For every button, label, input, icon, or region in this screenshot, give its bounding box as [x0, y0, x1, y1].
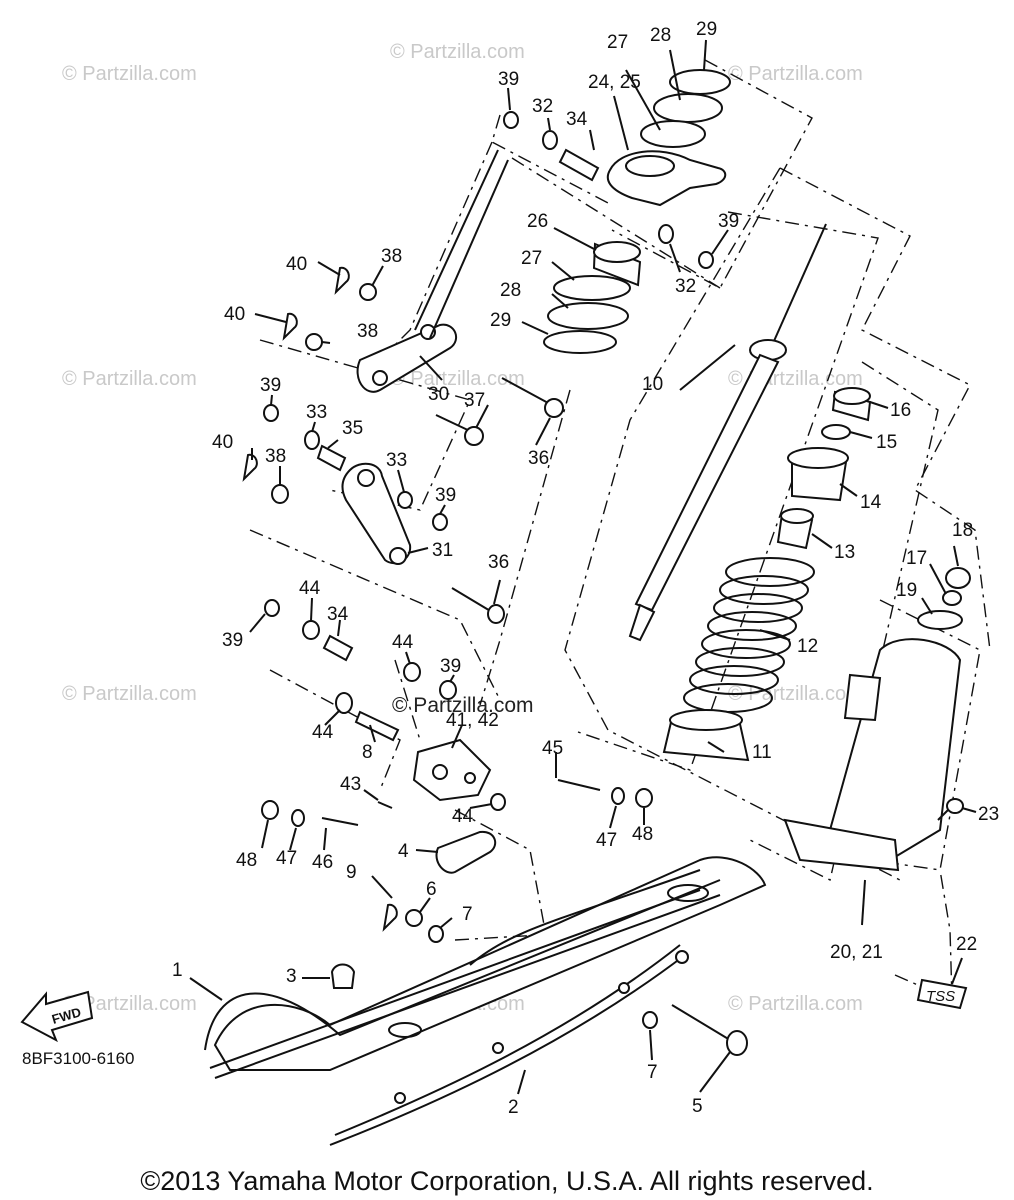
watermark: © Partzilla.com	[390, 368, 525, 390]
watermarks: © Partzilla.com © Partzilla.com © Partzi…	[62, 41, 863, 1015]
callout-16: 16	[890, 400, 911, 421]
callout-33a: 33	[306, 402, 327, 423]
callout-39c: 39	[260, 375, 281, 396]
callout-39f: 39	[440, 656, 461, 677]
callout-44a: 44	[299, 578, 321, 599]
callout-27a: 27	[607, 32, 628, 53]
leader-lines	[189, 39, 977, 1095]
callout-46: 46	[312, 852, 333, 873]
callout-31: 31	[432, 540, 453, 561]
callout-40b: 40	[224, 304, 245, 325]
block-41-42	[261, 738, 653, 827]
callout-20-21: 20, 21	[830, 942, 883, 963]
callout-10: 10	[642, 374, 663, 395]
watermark: © Partzilla.com	[728, 993, 863, 1015]
callout-32a: 32	[532, 96, 553, 117]
callout-44b: 44	[392, 632, 414, 653]
copyright-notice: ©2013 Yamaha Motor Corporation, U.S.A. A…	[140, 1166, 874, 1196]
callout-48b: 48	[632, 824, 653, 845]
callout-14: 14	[860, 492, 882, 513]
callout-40c: 40	[212, 432, 233, 453]
watermark: © Partzilla.com	[62, 683, 197, 705]
callout-27b: 27	[521, 248, 542, 269]
callout-30: 30	[428, 384, 449, 405]
callout-45: 45	[542, 738, 563, 759]
callout-9: 9	[346, 862, 357, 883]
callout-39a: 39	[498, 69, 519, 90]
bushing-26-stack	[543, 241, 642, 354]
callout-23: 23	[978, 804, 999, 825]
callout-24-25: 24, 25	[588, 72, 641, 93]
callout-44c: 44	[312, 722, 334, 743]
callout-43: 43	[340, 774, 361, 795]
callout-33b: 33	[386, 450, 407, 471]
bolts-36-37	[435, 377, 564, 624]
callout-32b: 32	[675, 276, 696, 297]
shock-rod-10	[628, 223, 827, 642]
bracket-24-25	[503, 69, 731, 269]
diagram-code: 8BF3100-6160	[22, 1049, 135, 1068]
callout-12: 12	[797, 636, 818, 657]
ski-assembly	[204, 856, 767, 1146]
callout-28a: 28	[650, 25, 671, 46]
callout-3: 3	[286, 966, 297, 987]
spring-stack	[662, 387, 872, 762]
watermark: © Partzilla.com	[728, 63, 863, 85]
callout-47b: 47	[596, 830, 617, 851]
callout-8: 8	[362, 742, 373, 763]
callout-39b: 39	[718, 211, 739, 232]
callout-19: 19	[896, 580, 917, 601]
callout-6: 6	[426, 879, 437, 900]
callout-26: 26	[527, 211, 548, 232]
stopper-4	[330, 830, 658, 1029]
callout-35: 35	[342, 418, 363, 439]
callouts: 1 2 3 4 5 6 7 7 8 9 10 11 12 13 14 15 16…	[172, 19, 999, 1118]
callout-36a: 36	[528, 448, 549, 469]
callout-29a: 29	[696, 19, 717, 40]
callout-4: 4	[398, 841, 409, 862]
callout-38a: 38	[381, 246, 402, 267]
callout-37: 37	[464, 390, 485, 411]
callout-38b: 38	[357, 321, 378, 342]
lower-spacers	[264, 599, 457, 742]
callout-44d: 44	[452, 806, 474, 827]
bolt-5	[671, 1004, 748, 1056]
callout-41-42: 41, 42	[446, 710, 499, 731]
fwd-arrow: FWD	[20, 990, 94, 1043]
callout-1: 1	[172, 960, 183, 981]
tss-badge-text: TSS	[926, 988, 955, 1005]
watermark-center: © Partzilla.com	[392, 694, 534, 717]
watermark: © Partzilla.com	[62, 368, 197, 390]
callout-47a: 47	[276, 848, 297, 869]
callout-7a: 7	[462, 904, 473, 925]
callout-13: 13	[834, 542, 855, 563]
callout-28b: 28	[500, 280, 521, 301]
shock-body-20-21	[783, 567, 971, 872]
callout-2: 2	[508, 1097, 519, 1118]
callout-48a: 48	[236, 850, 257, 871]
callout-39e: 39	[222, 630, 243, 651]
callout-39d: 39	[435, 485, 456, 506]
watermark: © Partzilla.com	[62, 63, 197, 85]
callout-11: 11	[752, 742, 772, 763]
callout-22: 22	[956, 934, 977, 955]
callout-40a: 40	[286, 254, 307, 275]
callout-36b: 36	[488, 552, 509, 573]
callout-18: 18	[952, 520, 973, 541]
callout-15: 15	[876, 432, 897, 453]
callout-38c: 38	[265, 446, 286, 467]
callout-34a: 34	[566, 109, 588, 130]
callout-17: 17	[906, 548, 927, 569]
callout-7b: 7	[647, 1062, 658, 1083]
arm-31	[242, 404, 448, 565]
watermark: © Partzilla.com	[390, 41, 525, 63]
link-30	[282, 149, 509, 393]
callout-29b: 29	[490, 310, 511, 331]
watermark: © Partzilla.com	[62, 993, 197, 1015]
tss-badge-22: TSS	[916, 978, 968, 1010]
callout-34b: 34	[327, 604, 349, 625]
callout-5: 5	[692, 1096, 703, 1117]
